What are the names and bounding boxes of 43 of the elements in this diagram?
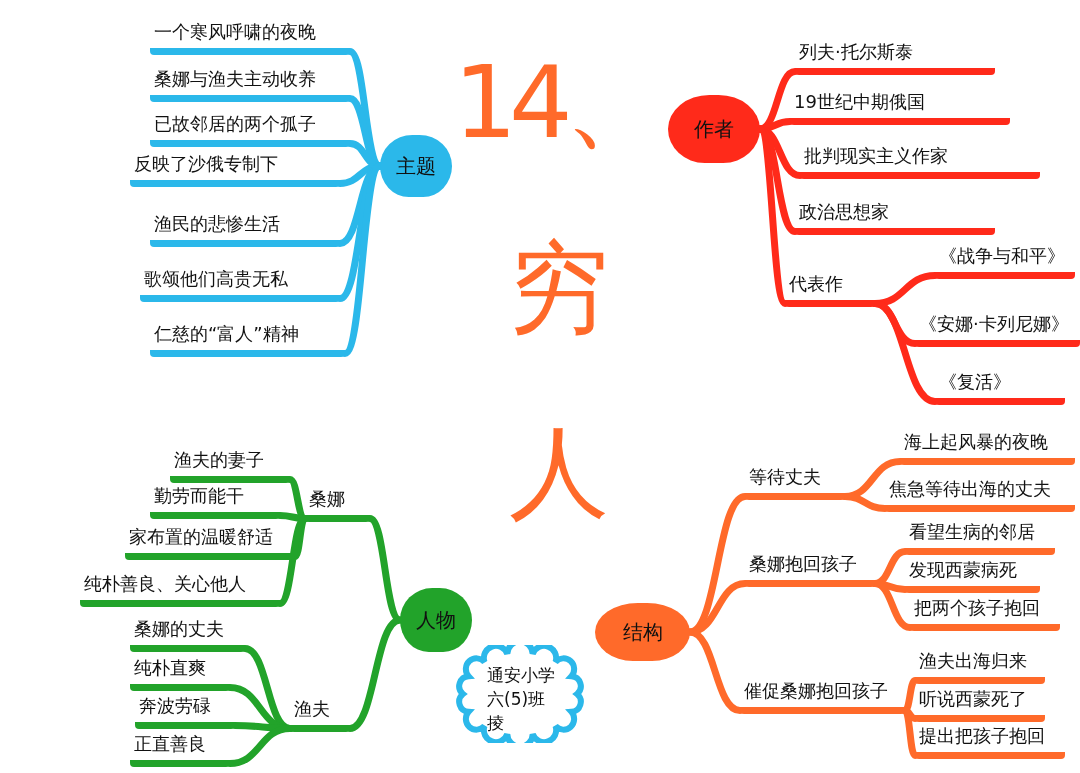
branch-label: 《安娜·卡列尼娜》 <box>915 310 1080 347</box>
branch-label: 已故邻居的两个孤子 <box>150 110 350 147</box>
branch-label: 纯朴善良、关心他人 <box>80 570 280 607</box>
branch-label: 政治思想家 <box>795 198 995 235</box>
branch-label: 歌颂他们高贵无私 <box>140 265 340 302</box>
branch-label: 《战争与和平》 <box>935 242 1075 279</box>
topic-bubble: 结构 <box>595 603 690 661</box>
branch-label: 渔夫的妻子 <box>170 446 290 483</box>
topic-bubble: 作者 <box>668 95 760 163</box>
branch-label: 渔夫 <box>290 695 350 732</box>
branch-label: 家布置的温暖舒适 <box>125 523 295 560</box>
branch-label: 催促桑娜抱回孩子 <box>740 677 905 714</box>
topic-bubble: 主题 <box>380 135 452 197</box>
branch-label: 勤劳而能干 <box>150 482 280 519</box>
branch-label: 渔民的悲惨生活 <box>150 210 340 247</box>
branch-label: 列夫·托尔斯泰 <box>795 38 995 75</box>
branch-label: 看望生病的邻居 <box>905 518 1055 555</box>
branch-label: 仁慈的“富人”精神 <box>150 320 345 357</box>
branch-label: 反映了沙俄专制下 <box>130 150 340 187</box>
branch-line <box>841 493 889 512</box>
note-text: 通安小学六(5)班掕 <box>487 664 555 735</box>
branch-label: 等待丈夫 <box>745 463 845 500</box>
branch-label: 桑娜抱回孩子 <box>745 550 875 587</box>
branch-label: 正直善良 <box>130 730 230 767</box>
branch-label: 代表作 <box>785 270 875 307</box>
branch-label: 把两个孩子抱回 <box>910 594 1060 631</box>
branch-label: 提出把孩子抱回 <box>915 722 1065 759</box>
branch-label: 一个寒风呼啸的夜晚 <box>150 18 350 55</box>
branch-label: 听说西蒙死了 <box>915 685 1045 722</box>
branch-label: 焦急等待出海的丈夫 <box>885 475 1075 512</box>
branch-label: 海上起风暴的夜晚 <box>900 428 1075 465</box>
branch-label: 《复活》 <box>935 368 1065 405</box>
branch-label: 纯朴直爽 <box>130 654 230 691</box>
branch-label: 奔波劳碌 <box>135 692 235 729</box>
branch-label: 桑娜的丈夫 <box>130 615 245 652</box>
branch-label: 桑娜 <box>305 485 370 522</box>
branch-label: 发现西蒙病死 <box>905 556 1040 593</box>
branch-label: 19世纪中期俄国 <box>790 88 1010 125</box>
branch-label: 渔夫出海归来 <box>915 647 1045 684</box>
topic-bubble: 人物 <box>400 588 472 652</box>
branch-label: 批判现实主义作家 <box>800 142 1040 179</box>
title-text: 14、穷人 <box>452 43 658 533</box>
branch-label: 桑娜与渔夫主动收养 <box>150 65 350 102</box>
